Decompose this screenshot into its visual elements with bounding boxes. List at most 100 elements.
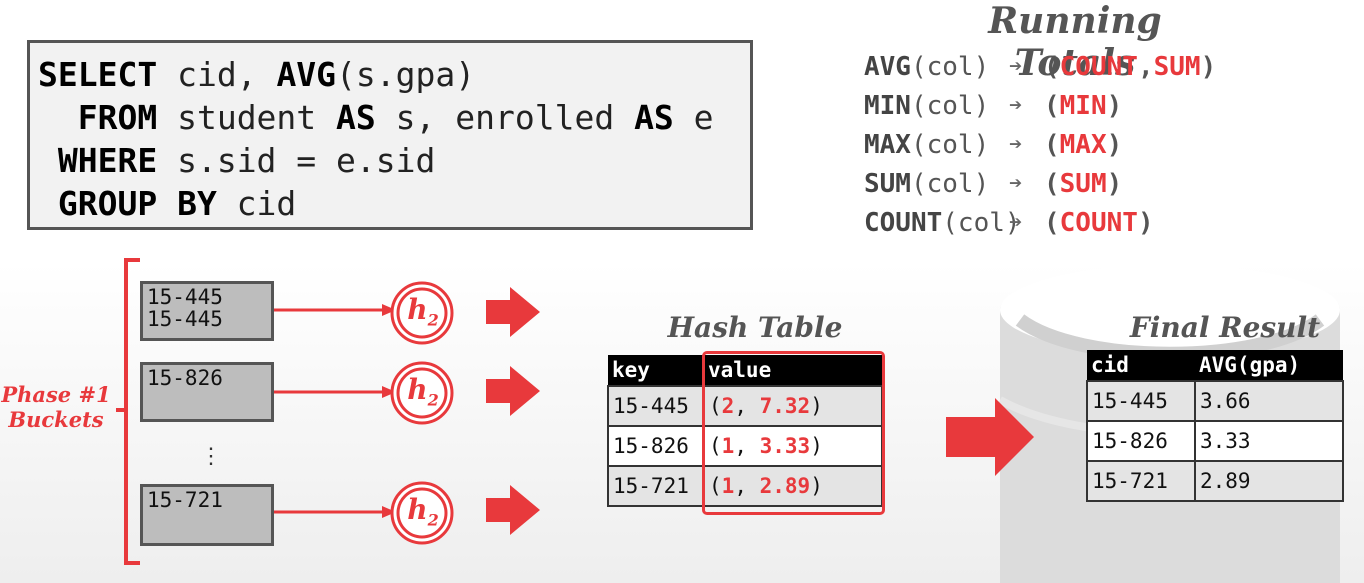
running-total-row: MIN(col)➔(MIN) [864,91,1122,121]
arrow-icon: ➔ [1009,210,1023,235]
running-total-result: (COUNT,SUM) [1044,52,1216,82]
total-component: SUM [1059,169,1107,199]
table-row: 15-826(1, 3.33) [607,425,883,467]
hash-key-cell: 15-721 [607,465,705,507]
function-name: AVG [864,52,911,82]
hash-table-header-key: key [608,355,704,386]
final-table-header-cid: cid [1087,350,1195,381]
bucket: 15-826 [140,362,274,422]
sum-value: 3.33 [759,434,811,458]
hash-value-cell: (1, 2.89) [703,465,883,507]
arrow-icon: ➔ [1009,93,1023,118]
value-column-highlight [702,351,885,515]
table-row: 15-721(1, 2.89) [607,465,883,507]
hash-label: h2 [407,373,439,410]
function-name: MIN [864,91,911,121]
sql-text: e [673,98,714,137]
hash-table-header-value: value [704,355,882,386]
sql-keyword: AS [336,98,376,137]
sql-text: s, enrolled [375,98,635,137]
count-value: 1 [721,474,735,498]
paren: ( [1044,169,1060,199]
arrow-right-icon [486,366,540,416]
hash-key-cell: 15-826 [607,425,705,467]
function-name: MAX [864,130,911,160]
final-avg-cell: 3.66 [1194,380,1344,422]
sum-value: 2.89 [759,474,811,498]
function-arg: (col) [910,169,990,199]
hash-value-cell: (2, 7.32) [703,385,883,427]
bucket-key: 15-445 [147,285,223,309]
sql-keyword: FROM [38,98,158,137]
sql-line-select: SELECT cid, AVG(s.gpa) [38,57,475,93]
paren: ( [1044,52,1060,82]
paren: ( [1044,208,1060,238]
total-component: SUM [1153,52,1201,82]
hash-value-cell: (1, 3.33) [703,425,883,467]
phase-bracket [116,258,140,565]
total-component: MIN [1059,91,1107,121]
paren: ) [1106,169,1123,199]
function-name: COUNT [864,208,943,238]
final-table-header-avg: AVG(gpa) [1195,350,1343,381]
paren: ) [1106,130,1123,160]
running-total-row: MAX(col)➔(MAX) [864,130,1122,160]
paren: ) [1137,208,1154,238]
sql-keyword: GROUP BY [38,184,217,223]
bucket-key: 15-721 [147,488,223,512]
final-result-title: Final Result [1129,311,1321,344]
phase-label: Phase #1 Buckets [0,382,112,432]
hash-function-icon [390,361,454,425]
phase-label-line1: Phase #1 [1,382,111,407]
sql-keyword: AVG [276,55,337,94]
function-name: SUM [864,169,911,199]
paren: ( [1044,91,1060,121]
sql-text: cid [216,184,297,223]
arrow-right-icon [946,398,1034,476]
total-component: COUNT [1059,208,1138,238]
sql-line-where: WHERE s.sid = e.sid [38,143,436,179]
bucket-key: 15-826 [147,366,223,390]
sql-text: student [157,98,337,137]
total-component: MAX [1059,130,1107,160]
arrow-icon: ➔ [1009,132,1023,157]
count-value: 1 [721,434,735,458]
sum-value: 7.32 [759,394,811,418]
phase-label-line2: Buckets [8,407,104,432]
running-totals-title: Running Totals [988,0,1162,84]
sql-line-from: FROM student AS s, enrolled AS e [38,100,714,136]
paren: ) [810,394,823,418]
sql-keyword: AS [634,98,674,137]
running-total-result: (MAX) [1044,130,1122,160]
bucket: 15-721 [140,484,274,546]
table-row: 15-445(2, 7.32) [607,385,883,427]
paren: ) [1200,52,1217,82]
bucket-key: 15-445 [147,307,223,331]
paren: ( [1044,130,1060,160]
comma: , [1137,52,1154,82]
paren: ) [810,434,823,458]
hash-table: key value 15-445(2, 7.32)15-826(1, 3.33)… [607,355,883,507]
function-arg: (col) [910,91,990,121]
function-arg: (col) [910,52,990,82]
running-total-result: (COUNT) [1044,208,1154,238]
function-arg: (col) [910,130,990,160]
count-value: 2 [721,394,735,418]
arrow-right-icon [486,287,540,337]
paren: ( [709,474,722,498]
hash-function-icon [390,281,454,345]
ellipsis: ⋮ [200,443,222,468]
paren: ( [709,434,722,458]
total-component: COUNT [1059,52,1138,82]
function-arg: (col) [942,208,1021,238]
running-total-result: (SUM) [1044,169,1122,199]
sql-query-box: SELECT cid, AVG(s.gpa) FROM student AS s… [27,40,753,230]
comma: , [734,394,760,418]
hash-function-icon [390,481,454,545]
final-cid-cell: 15-445 [1086,380,1196,422]
